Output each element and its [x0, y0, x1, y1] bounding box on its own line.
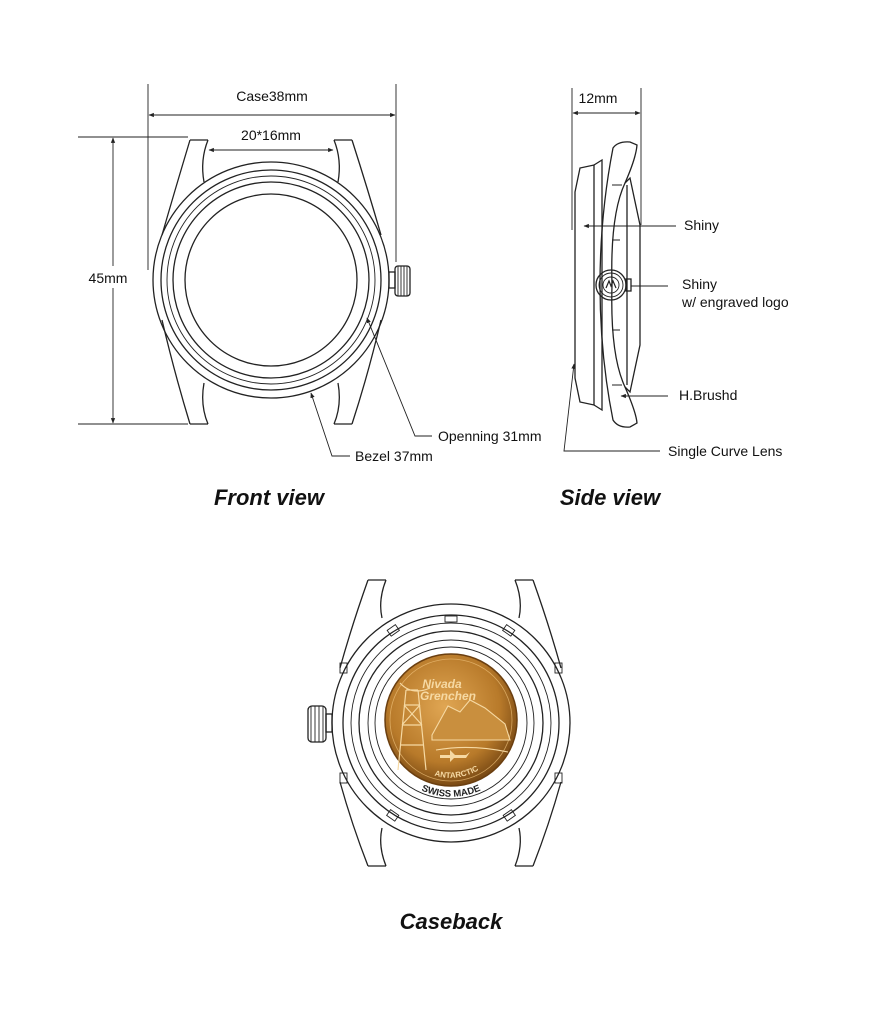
front-view-title: Front view: [214, 485, 326, 510]
brushed-label: H.Brushd: [679, 387, 737, 403]
lens-callout: Single Curve Lens: [563, 363, 782, 459]
caseback-case-drawing: [307, 579, 571, 867]
side-view-title: Side view: [560, 485, 662, 510]
medallion-brand-line1: Nivada: [422, 677, 462, 691]
length-dimension: 45mm: [78, 136, 188, 425]
pylon-tower-icon: [397, 682, 431, 771]
caseback-view: Nivada Grenchen ANTARCTIC SWISS MADE Cas…: [307, 579, 571, 934]
opening-label: Openning 31mm: [438, 428, 542, 444]
lens-label: Single Curve Lens: [668, 443, 782, 459]
case-width-label: Case38mm: [236, 88, 308, 104]
thickness-label: 12mm: [579, 90, 618, 106]
bezel-callout: Bezel 37mm: [310, 392, 433, 464]
engraved-logo-label: w/ engraved logo: [681, 294, 789, 310]
opening-callout: Openning 31mm: [366, 317, 542, 444]
side-case-drawing: [574, 141, 641, 428]
caseback-title: Caseback: [400, 909, 505, 934]
side-view: 12mm Shiny Shiny w/ engraved logo H.Brus…: [560, 88, 789, 510]
medallion-brand-line2: Grenchen: [420, 689, 476, 703]
length-label: 45mm: [89, 270, 128, 286]
shiny-logo-callout: Shiny w/ engraved logo: [631, 276, 789, 310]
case-width-dimension: Case38mm: [147, 84, 397, 270]
shiny-crown-label: Shiny: [682, 276, 717, 292]
bezel-label: Bezel 37mm: [355, 448, 433, 464]
swiss-made-ring-text: SWISS MADE: [420, 783, 482, 800]
front-view: Case38mm 20*16mm 45mm Openning 31mm Beze…: [78, 84, 542, 510]
thickness-dimension: 12mm: [571, 88, 642, 230]
caseback-medallion: Nivada Grenchen ANTARCTIC: [384, 653, 518, 787]
front-case-drawing: [152, 139, 411, 425]
lug-width-dimension: 20*16mm: [208, 127, 334, 153]
shiny-callout: Shiny: [583, 217, 719, 233]
engraved-logo-icon: [605, 279, 617, 289]
mountains-icon: [431, 699, 511, 753]
airplane-icon: [440, 750, 470, 762]
brushed-callout: H.Brushd: [620, 387, 737, 403]
shiny-label: Shiny: [684, 217, 719, 233]
lug-width-label: 20*16mm: [241, 127, 301, 143]
